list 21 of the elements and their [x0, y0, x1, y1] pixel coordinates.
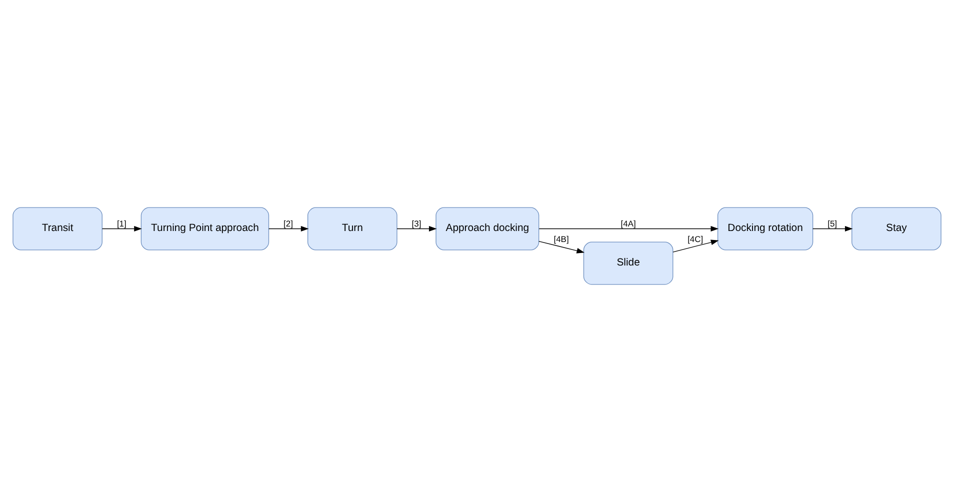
edge-label: [5]: [827, 218, 837, 228]
node-box: Approach docking: [435, 206, 539, 250]
arrow: [396, 226, 436, 231]
node-box: Slide: [582, 241, 673, 284]
arrow: [268, 226, 308, 231]
arrow: [101, 226, 142, 231]
node-box: Turn: [306, 206, 397, 250]
arrow: [538, 240, 584, 253]
edge-label: [1]: [116, 218, 126, 228]
node-box: Transit: [12, 206, 102, 250]
edge-label: [2]: [283, 218, 292, 228]
arrow: [812, 226, 852, 231]
edge-label: [4A]: [620, 218, 636, 228]
edge-label: [4C]: [687, 234, 703, 244]
edge-label: [3]: [411, 218, 421, 228]
edge-label: [4B]: [553, 234, 568, 244]
node-box: Stay: [851, 206, 941, 250]
node-box: Turning Point approach: [140, 206, 269, 250]
node-box: Docking rotation: [716, 206, 813, 250]
arrow: [538, 226, 718, 231]
arrow: [672, 239, 718, 252]
